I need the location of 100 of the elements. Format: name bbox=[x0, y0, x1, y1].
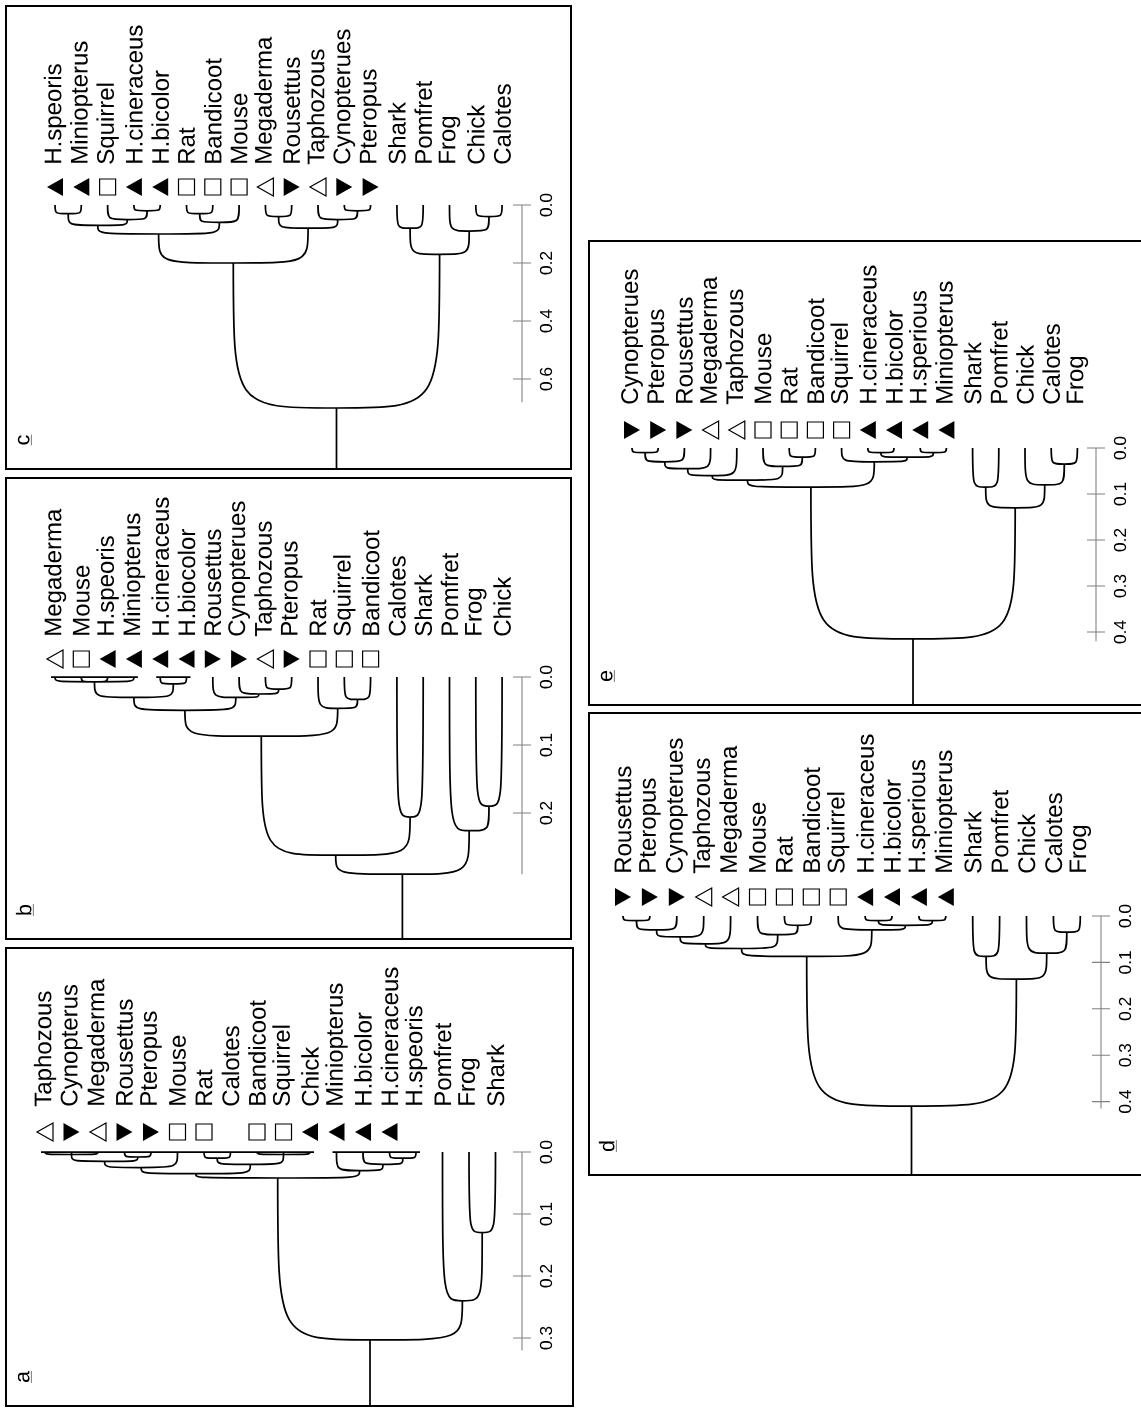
taxon-label: Calotes bbox=[1044, 793, 1063, 873]
taxon-label: Megaderma bbox=[43, 508, 67, 635]
taxon-label: H.cineraceus bbox=[856, 734, 874, 872]
taxon-label: Mouse bbox=[749, 802, 766, 872]
taxon-label: Cynopterues bbox=[333, 29, 356, 164]
taxon-label: Bandicoot bbox=[361, 530, 380, 635]
taxon-label: Frog bbox=[438, 116, 461, 163]
taxon-label: Pteropus bbox=[280, 541, 303, 635]
taxon-label: Taphozous bbox=[33, 991, 57, 1107]
taxon-label: Shark bbox=[388, 102, 406, 164]
taxon-label: Pteropus bbox=[140, 1011, 162, 1105]
tick-label: 0.1 bbox=[539, 1202, 553, 1226]
panel bbox=[588, 240, 1141, 706]
taxon-label: Pteropus bbox=[639, 778, 661, 872]
tick-label: 0.0 bbox=[539, 665, 553, 689]
taxon-label: Cynopterues bbox=[621, 269, 643, 404]
tick-label: 0.1 bbox=[1113, 482, 1127, 506]
taxon-label: Miniopterus bbox=[70, 41, 93, 163]
taxon-label: Pomfret bbox=[440, 552, 459, 635]
panel bbox=[5, 5, 572, 470]
taxon-label: H.cineraceus bbox=[859, 265, 877, 403]
taxon-label: Squirrel bbox=[830, 323, 853, 404]
taxon-label: Taphozous bbox=[306, 49, 330, 165]
taxon-label: Chick bbox=[1017, 813, 1036, 873]
taxon-label: Shark bbox=[486, 1044, 505, 1106]
panel bbox=[5, 477, 572, 940]
taxon-label: H.bicolor bbox=[151, 70, 169, 163]
taxon-label: Bandicoot bbox=[204, 58, 222, 163]
taxon-label: Mouse bbox=[754, 333, 772, 403]
taxon-label: Pomfret bbox=[990, 320, 1008, 403]
taxon-label: Pomfret bbox=[414, 80, 432, 163]
taxon-label: Calotes bbox=[388, 556, 406, 636]
taxon-label: H.speoris bbox=[96, 536, 119, 635]
taxon-label: Taphozous bbox=[692, 758, 715, 874]
taxon-label: Shark bbox=[414, 574, 432, 636]
taxon-label: Miniopterus bbox=[122, 513, 146, 635]
taxon-label: H.bicolor bbox=[883, 779, 901, 872]
taxon-label: Cynopterues bbox=[228, 501, 250, 636]
taxon-label: Megaderma bbox=[86, 978, 110, 1105]
taxon-label: Taphozous bbox=[725, 289, 748, 405]
tick-label: 0.3 bbox=[1118, 1043, 1132, 1067]
taxon-label: Calotes bbox=[221, 1026, 240, 1106]
tick-label: 0.3 bbox=[539, 1326, 553, 1350]
taxon-label: Chick bbox=[1016, 344, 1034, 404]
taxon-label: Frog bbox=[1069, 825, 1092, 872]
taxon-label: Rat bbox=[178, 127, 195, 163]
taxon-label: Pomfret bbox=[990, 789, 1009, 872]
tick-label: 0.4 bbox=[1118, 1090, 1132, 1113]
tick-label: 0.0 bbox=[1118, 904, 1132, 928]
taxon-label: Frog bbox=[458, 1058, 480, 1105]
taxon-label: H.speoris bbox=[404, 1006, 428, 1105]
panel-letter: d bbox=[598, 1139, 617, 1153]
panel bbox=[5, 947, 574, 1407]
taxon-label: Cynopterus bbox=[60, 984, 83, 1106]
taxon-label: Frog bbox=[465, 588, 487, 635]
taxon-label: Cynopterues bbox=[665, 738, 688, 873]
taxon-label: Pteropus bbox=[647, 309, 669, 403]
tick-label: 0.3 bbox=[1113, 574, 1127, 598]
taxon-label: Mouse bbox=[72, 565, 90, 635]
panel-letter: c bbox=[17, 434, 32, 446]
taxon-label: Rat bbox=[309, 599, 327, 635]
taxon-label: Frog bbox=[1066, 356, 1089, 403]
taxon-label: H.cineraceus bbox=[151, 497, 169, 635]
tick-label: 0.2 bbox=[539, 1264, 553, 1288]
taxon-label: Rousettus bbox=[204, 529, 222, 635]
panel-letter: a bbox=[17, 1370, 32, 1384]
taxon-label: H.bicolor bbox=[354, 1012, 372, 1105]
taxon-label: Rat bbox=[776, 836, 793, 872]
tick-label: 0.1 bbox=[539, 733, 553, 757]
taxon-label: Squirrel bbox=[272, 1025, 295, 1106]
taxon-label: Bandicoot bbox=[248, 1000, 266, 1105]
taxon-label: H.speoris bbox=[43, 64, 67, 163]
taxon-label: Rousettus bbox=[676, 297, 693, 403]
taxon-label: H.biocolor bbox=[177, 529, 196, 635]
taxon-label: Chick bbox=[301, 1046, 319, 1106]
taxon-label: Pteropus bbox=[359, 69, 382, 163]
tick-label: 0.2 bbox=[539, 801, 553, 825]
taxon-label: Bandicoot bbox=[802, 767, 821, 872]
taxon-label: Taphozous bbox=[254, 521, 277, 637]
tick-label: 0.4 bbox=[539, 309, 553, 333]
tick-label: 0.0 bbox=[539, 1140, 553, 1164]
taxon-label: Megaderma bbox=[719, 745, 742, 872]
tick-label: 0.0 bbox=[539, 193, 553, 217]
taxon-label: Miniopterus bbox=[935, 281, 958, 403]
taxon-label: H.cineraceus bbox=[380, 967, 399, 1105]
taxon-label: Rousettus bbox=[283, 57, 301, 163]
tick-label: 0.2 bbox=[539, 251, 553, 275]
taxon-label: H.bicolor bbox=[885, 310, 903, 403]
taxon-label: H.sperious bbox=[909, 290, 932, 403]
taxon-label: Rat bbox=[780, 367, 798, 403]
panel-letter: e bbox=[600, 669, 615, 683]
taxon-label: Pomfret bbox=[433, 1022, 452, 1105]
taxon-label: Miniopterus bbox=[325, 983, 348, 1105]
panel-letter: b bbox=[15, 903, 34, 917]
taxon-label: Squirrel bbox=[333, 555, 356, 636]
taxon-label: Megaderma bbox=[254, 36, 277, 163]
tick-label: 0.2 bbox=[1113, 528, 1127, 552]
taxon-label: Rousettus bbox=[614, 766, 632, 872]
taxon-label: H.cineraceus bbox=[125, 25, 143, 163]
taxon-label: Miniopterus bbox=[934, 750, 957, 872]
